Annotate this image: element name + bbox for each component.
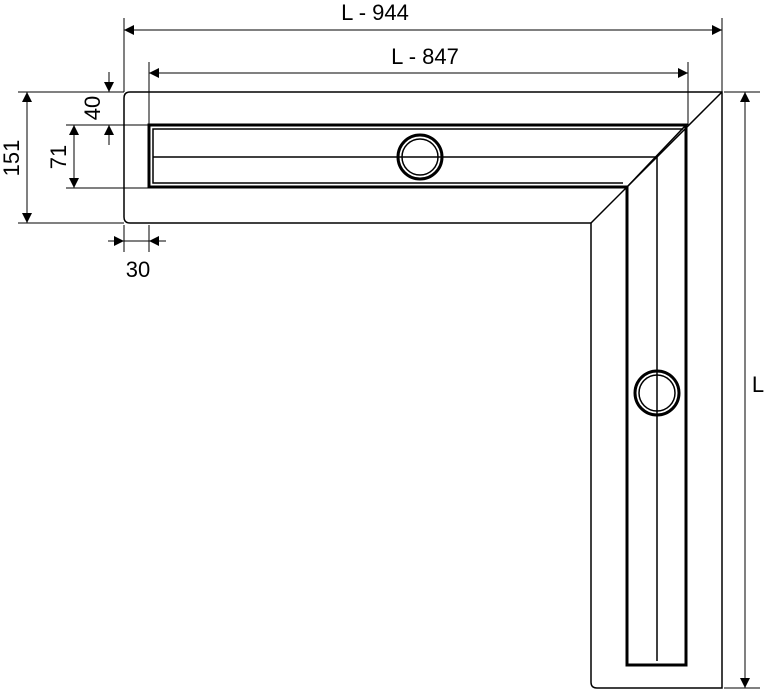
outlet-vertical: [633, 369, 681, 417]
channel-inner-outline: [152, 128, 683, 184]
label-edge-offset: 40: [80, 96, 105, 120]
channel-miter: [626, 124, 687, 188]
label-side-length: L: [752, 372, 764, 397]
outlet-vertical-inner: [638, 374, 676, 412]
label-channel-depth: 71: [46, 145, 71, 169]
outlet-horizontal: [396, 133, 444, 181]
label-channel-width: L - 847: [391, 44, 459, 69]
drain-body-outline: [123, 91, 723, 689]
channel-outline: [147, 123, 688, 667]
outlet-horizontal-inner: [401, 138, 439, 176]
label-total-depth: 151: [0, 140, 24, 177]
label-overall-width: L - 944: [341, 0, 409, 25]
label-end-offset: 30: [126, 257, 150, 282]
